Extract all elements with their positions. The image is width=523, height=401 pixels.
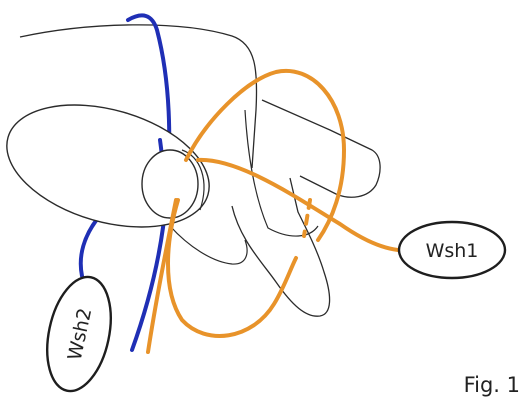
figure-caption: Fig. 1 [464,373,520,397]
ring-stub [181,149,205,211]
lower-body-outline [231,177,331,317]
orange-loop [184,68,347,242]
orange-loop-lower [166,198,298,338]
small-ring [141,149,199,219]
wsh1-label: Wsh1 [426,240,479,262]
wsh2-bubble [46,275,112,393]
right-plate-outline [261,99,381,198]
body-outline [19,24,258,169]
orange-dash [302,198,312,238]
wsh1-bubble [397,220,507,280]
orange-wire-tail [146,198,178,354]
lower-body-inner [169,225,248,265]
blue-wire-branch [78,216,100,278]
orange-wire-to-wsh1 [196,157,400,252]
wsh2-group: Wsh2 [46,275,112,393]
